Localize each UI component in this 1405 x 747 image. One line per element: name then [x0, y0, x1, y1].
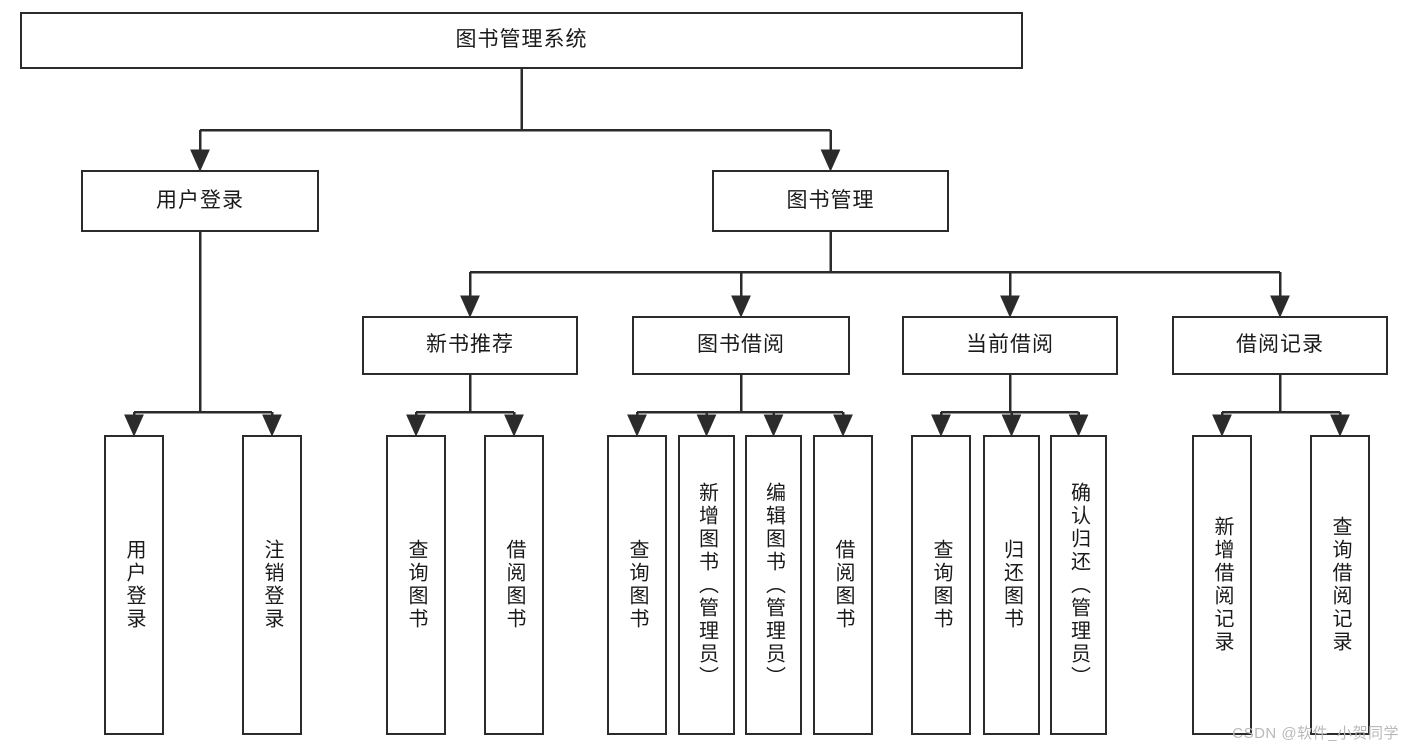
node-l2-new[interactable]: 新书推荐: [362, 316, 578, 375]
node-l3-add[interactable]: 新增图书（管理员）: [678, 435, 735, 735]
node-l1-books[interactable]: 图书管理: [712, 170, 949, 232]
node-label: 用户登录: [156, 188, 244, 212]
node-label: 新书推荐: [426, 333, 514, 357]
node-l1-login[interactable]: 用户登录: [81, 170, 319, 232]
node-l3-q1[interactable]: 查询图书: [386, 435, 446, 735]
node-label: 编辑图书（管理员）: [762, 481, 785, 689]
node-l3-b2[interactable]: 借阅图书: [813, 435, 873, 735]
watermark-label: CSDN @软件_小贺同学: [1232, 725, 1399, 742]
node-l3-return[interactable]: 归还图书: [983, 435, 1040, 735]
node-label: 查询图书: [930, 539, 952, 631]
node-label: 借阅图书: [832, 539, 854, 631]
node-l3-userlogin[interactable]: 用户登录: [104, 435, 164, 735]
node-l3-qrec[interactable]: 查询借阅记录: [1310, 435, 1370, 735]
node-l2-current[interactable]: 当前借阅: [902, 316, 1118, 375]
node-l3-edit[interactable]: 编辑图书（管理员）: [745, 435, 802, 735]
node-l2-record[interactable]: 借阅记录: [1172, 316, 1388, 375]
node-label: 借阅记录: [1236, 333, 1324, 357]
node-label: 图书借阅: [697, 333, 785, 357]
node-label: 查询图书: [626, 539, 648, 631]
node-label: 确认归还（管理员）: [1067, 481, 1090, 689]
node-label: 新增借阅记录: [1211, 516, 1233, 654]
node-label: 注销登录: [261, 539, 283, 631]
node-label: 归还图书: [1000, 539, 1023, 631]
node-root[interactable]: 图书管理系统: [20, 12, 1023, 69]
node-label: 查询借阅记录: [1329, 516, 1351, 654]
node-l2-borrow[interactable]: 图书借阅: [632, 316, 850, 375]
node-l3-addrec[interactable]: 新增借阅记录: [1192, 435, 1252, 735]
node-label: 借阅图书: [503, 539, 525, 631]
node-label: 新增图书（管理员）: [695, 481, 718, 689]
node-l3-q3[interactable]: 查询图书: [911, 435, 971, 735]
node-l3-q2[interactable]: 查询图书: [607, 435, 667, 735]
node-label: 图书管理: [786, 188, 875, 212]
node-label: 用户登录: [123, 539, 145, 631]
node-label: 图书管理系统: [455, 28, 588, 52]
node-l3-b1[interactable]: 借阅图书: [484, 435, 544, 735]
node-label: 当前借阅: [966, 333, 1054, 357]
edge-group: [124, 69, 1350, 437]
node-label: 查询图书: [405, 539, 427, 631]
node-l3-logout[interactable]: 注销登录: [242, 435, 302, 735]
node-l3-confirm[interactable]: 确认归还（管理员）: [1050, 435, 1107, 735]
